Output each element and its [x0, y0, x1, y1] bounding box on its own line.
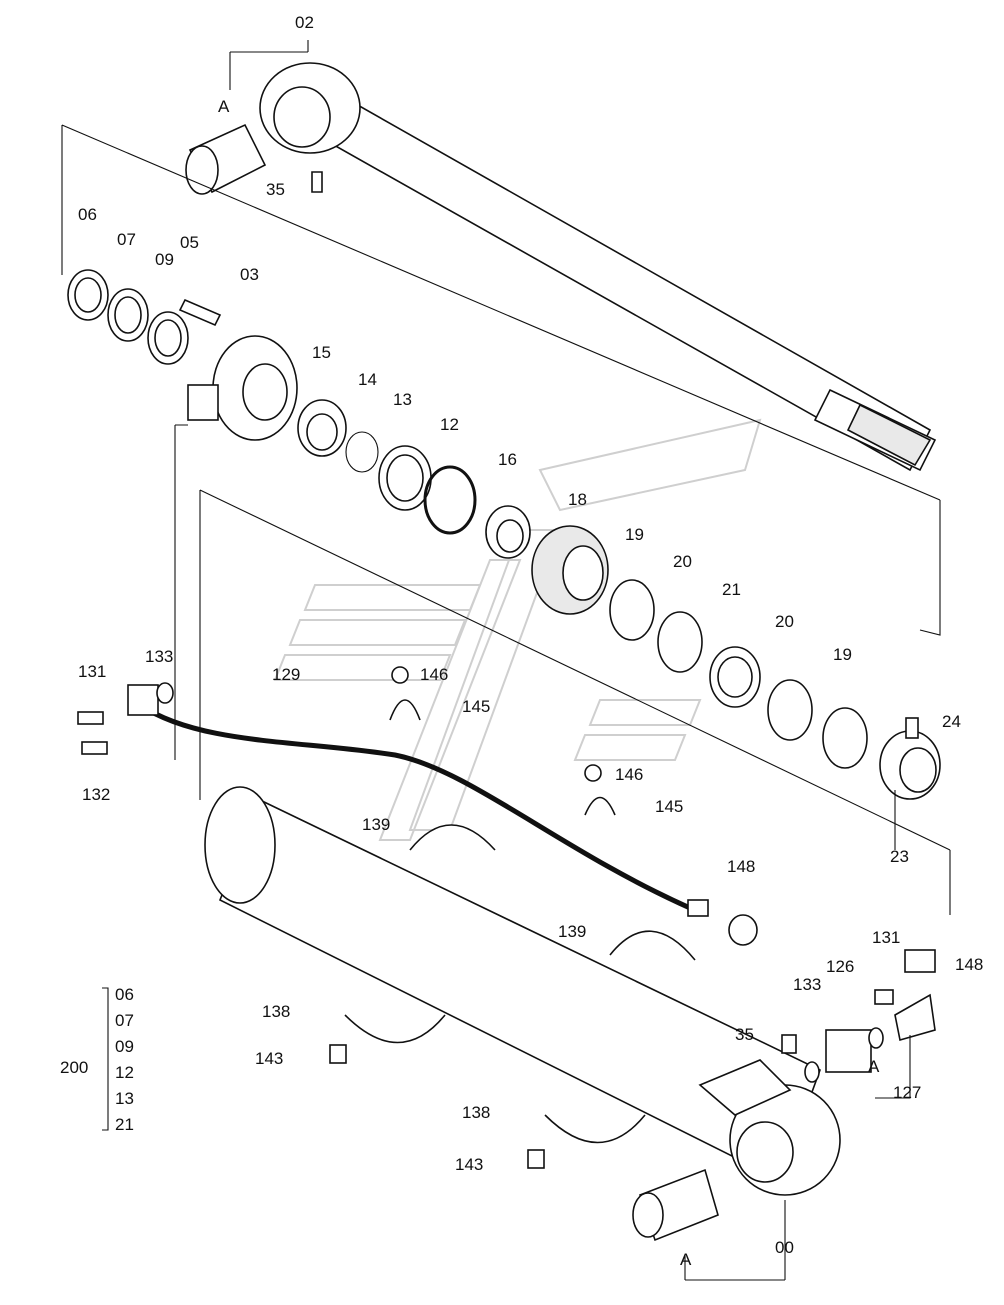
- label-21: 21: [722, 580, 741, 599]
- label-13: 13: [393, 390, 412, 409]
- label-00: 00: [775, 1238, 794, 1257]
- label-132: 132: [82, 785, 110, 804]
- label-02: 02: [295, 13, 314, 32]
- clamps: [329, 666, 696, 1169]
- label-14: 14: [358, 370, 377, 389]
- label-23: 23: [890, 847, 909, 866]
- label-20a: 20: [673, 552, 692, 571]
- label-139b: 139: [558, 922, 586, 941]
- piston-rod-02: [185, 62, 937, 472]
- label-09: 09: [155, 250, 174, 269]
- label-146a: 146: [420, 665, 448, 684]
- fittings: [77, 682, 936, 1083]
- kit-item-3: 12: [115, 1063, 134, 1082]
- label-143b: 143: [455, 1155, 483, 1174]
- label-138a: 138: [262, 1002, 290, 1021]
- kit-item-2: 09: [115, 1037, 134, 1056]
- callout-labels: 02 A 35 06 07 09 05 03 15 14 13 12 16 18…: [78, 13, 983, 1269]
- label-133a: 133: [145, 647, 173, 666]
- label-131a: 131: [78, 662, 106, 681]
- label-35-top: 35: [266, 180, 285, 199]
- label-18: 18: [568, 490, 587, 509]
- label-143a: 143: [255, 1049, 283, 1068]
- label-126: 126: [826, 957, 854, 976]
- label-12: 12: [440, 415, 459, 434]
- label-24: 24: [942, 712, 961, 731]
- label-06: 06: [78, 205, 97, 224]
- label-145a: 145: [462, 697, 490, 716]
- label-07: 07: [117, 230, 136, 249]
- label-129: 129: [272, 665, 300, 684]
- label-35-bot: 35: [735, 1025, 754, 1044]
- label-A-mid: A: [868, 1057, 880, 1076]
- kit-item-4: 13: [115, 1089, 134, 1108]
- label-03: 03: [240, 265, 259, 284]
- kit-item-0: 06: [115, 985, 134, 1004]
- label-146b: 146: [615, 765, 643, 784]
- label-138b: 138: [462, 1103, 490, 1122]
- label-127: 127: [893, 1083, 921, 1102]
- label-19b: 19: [833, 645, 852, 664]
- kit-item-5: 21: [115, 1115, 134, 1134]
- label-133b: 133: [793, 975, 821, 994]
- label-A-bot: A: [680, 1250, 692, 1269]
- cylinder-tube-00: [204, 786, 841, 1242]
- leader-lines: [61, 40, 951, 1281]
- label-A-top: A: [218, 97, 230, 116]
- label-148a: 148: [727, 857, 755, 876]
- label-139a: 139: [362, 815, 390, 834]
- label-145b: 145: [655, 797, 683, 816]
- kit-list: 200 06 07 09 12 13 21: [60, 985, 134, 1134]
- label-05: 05: [180, 233, 199, 252]
- seal-rings: [67, 269, 941, 800]
- label-15: 15: [312, 343, 331, 362]
- pipe-129: [127, 684, 709, 917]
- gland-03: [187, 335, 298, 441]
- label-148b: 148: [955, 955, 983, 974]
- label-131b: 131: [872, 928, 900, 947]
- kit-number: 200: [60, 1058, 88, 1077]
- label-19a: 19: [625, 525, 644, 544]
- label-16: 16: [498, 450, 517, 469]
- kit-item-1: 07: [115, 1011, 134, 1030]
- label-20b: 20: [775, 612, 794, 631]
